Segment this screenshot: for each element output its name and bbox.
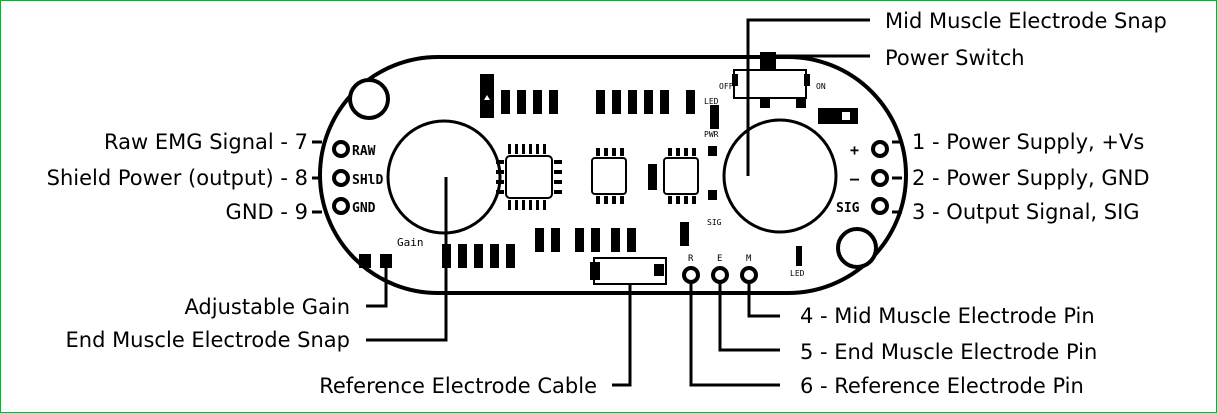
leader-mid-snap <box>746 18 870 176</box>
reference-cable-connector <box>590 257 667 285</box>
silk-plus: + <box>850 141 859 159</box>
silk-r: R <box>688 254 694 264</box>
leader-gain <box>366 266 388 308</box>
diode-mark <box>484 95 490 100</box>
callout-vs: 1 - Power Supply, +Vs <box>912 130 1145 154</box>
ic-middle-pins <box>596 146 717 204</box>
leader-lines <box>312 18 902 387</box>
mid-muscle-electrode-snap <box>722 118 838 234</box>
silk-led-top: LED <box>704 97 719 106</box>
callout-end-pin: 5 - End Muscle Electrode Pin <box>800 340 1098 364</box>
callout-power-switch: Power Switch <box>885 46 1025 70</box>
callout-gain: Adjustable Gain <box>184 295 350 319</box>
right-header-pins <box>871 140 889 215</box>
callout-ref-pin: 6 - Reference Electrode Pin <box>800 374 1084 398</box>
ic-middle <box>591 157 699 195</box>
callout-gnd2: 2 - Power Supply, GND <box>912 166 1150 190</box>
silk-sig: SIG <box>836 201 860 216</box>
callout-ref-cable: Reference Electrode Cable <box>319 374 597 398</box>
leader-end-snap <box>366 177 448 342</box>
callout-mid-snap: Mid Muscle Electrode Snap <box>885 9 1167 33</box>
end-muscle-electrode-snap <box>386 119 502 235</box>
silk-pwr: PWR <box>704 130 719 139</box>
left-header-pins <box>332 140 350 215</box>
callout-mid-pin: 4 - Mid Muscle Electrode Pin <box>800 304 1095 328</box>
mounting-hole-top-left <box>348 78 390 120</box>
silk-sig-small: SIG <box>707 218 722 227</box>
silk-led-right: LED <box>790 269 805 278</box>
mounting-hole-bottom-right <box>836 227 878 269</box>
silk-e: E <box>717 254 722 264</box>
callout-shield-power: Shield Power (output) - 8 <box>46 166 308 190</box>
callout-raw-emg: Raw EMG Signal - 7 <box>104 130 308 154</box>
callout-sig3: 3 - Output Signal, SIG <box>912 200 1140 224</box>
ic-left-pins <box>496 144 562 210</box>
silk-gain: Gain <box>397 236 424 249</box>
callout-gnd9: GND - 9 <box>225 200 308 224</box>
ic-left <box>505 155 553 199</box>
callout-end-snap: End Muscle Electrode Snap <box>65 328 350 352</box>
top-components <box>480 74 719 129</box>
leader-ref-pin <box>689 283 780 387</box>
silk-m: M <box>746 254 752 264</box>
silk-gnd: GND <box>352 201 376 216</box>
leader-end-pin <box>718 283 780 352</box>
silk-minus: – <box>850 170 860 188</box>
silk-shld: SHlD <box>352 173 383 188</box>
silk-off: OFF <box>719 82 734 91</box>
silk-raw: RAW <box>352 144 376 159</box>
electrode-pins <box>682 266 758 284</box>
leader-ref-cable <box>612 284 632 387</box>
leader-mid-pin <box>747 283 780 318</box>
silk-on: ON <box>816 82 826 91</box>
power-switch-body <box>732 52 810 108</box>
right-diode <box>818 108 858 124</box>
